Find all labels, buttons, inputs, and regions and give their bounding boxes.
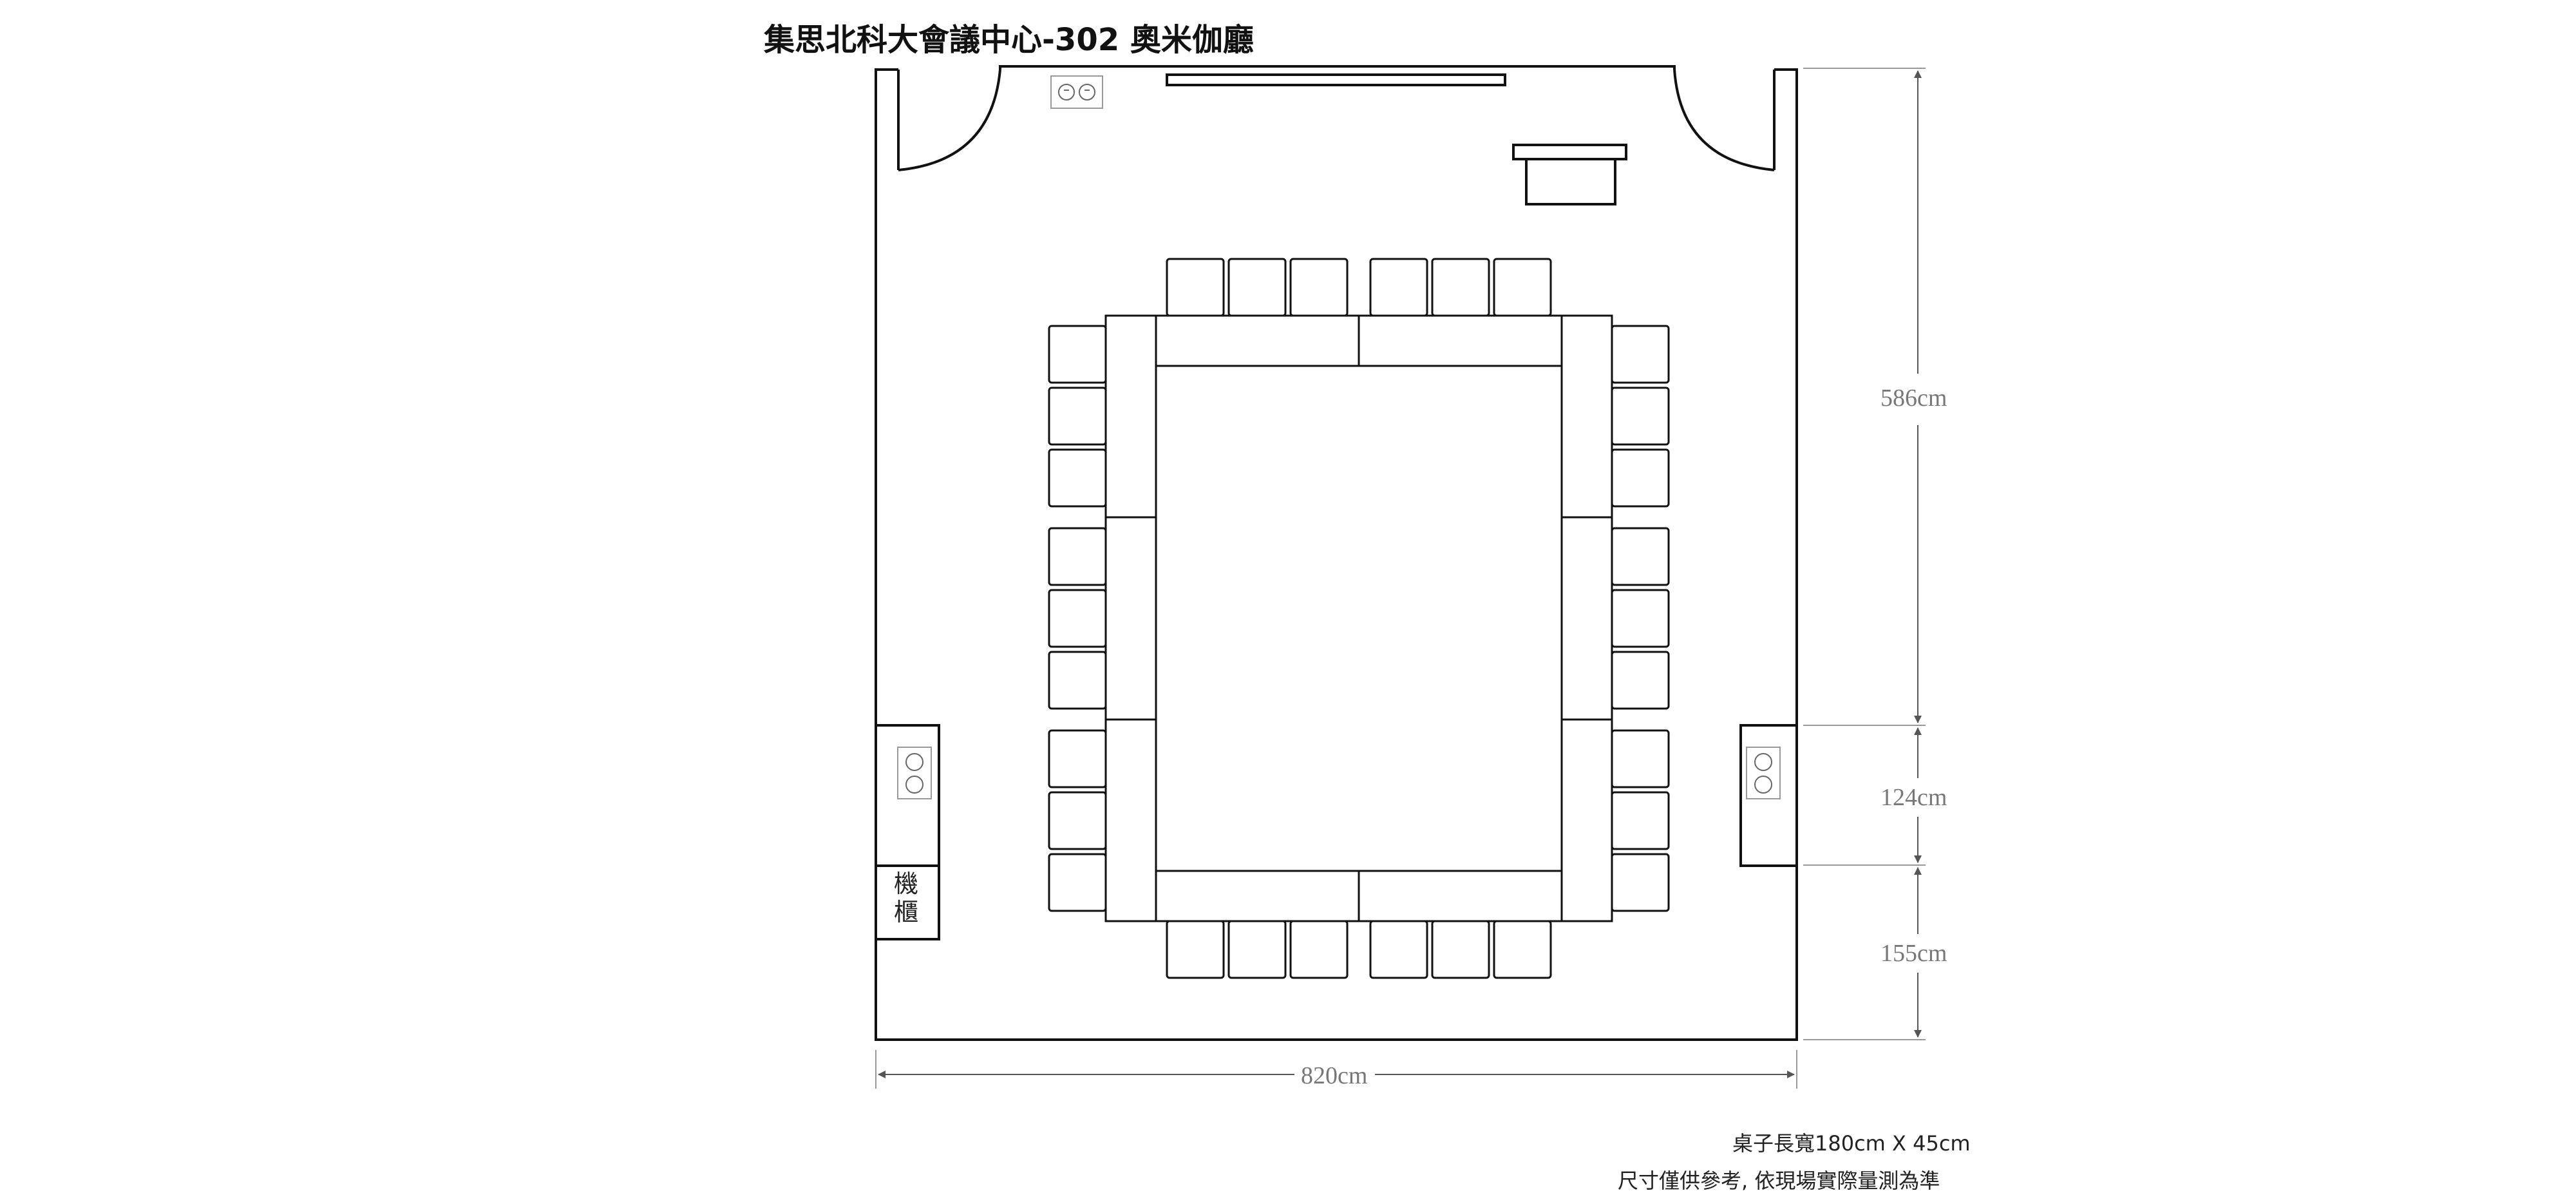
table-top-right	[1358, 314, 1563, 367]
page-title: 集思北科大會議中心-302 奧米伽廳	[764, 22, 1254, 58]
chair-right	[1611, 325, 1670, 384]
chair-bottom	[1369, 920, 1428, 979]
chair-left	[1048, 386, 1107, 446]
podium	[1512, 144, 1627, 205]
table-bottom-left	[1155, 870, 1360, 922]
chair-right	[1611, 589, 1670, 648]
table-right-bottom	[1560, 718, 1613, 922]
dimension-upper: 586cm	[1880, 385, 1947, 412]
power-outlet-right	[1746, 747, 1781, 799]
chair-right	[1611, 791, 1670, 850]
chair-right	[1611, 448, 1670, 508]
table-left-middle	[1104, 516, 1157, 721]
power-outlet-left	[897, 747, 932, 799]
chair-top	[1166, 258, 1225, 317]
chair-left	[1048, 791, 1107, 850]
power-outlet-top	[1050, 75, 1103, 109]
chair-right	[1611, 527, 1670, 586]
chairs	[1048, 258, 1670, 979]
chair-right	[1611, 386, 1670, 446]
chair-right	[1611, 651, 1670, 710]
disclaimer-note: 尺寸僅供參考, 依現場實際量測為準	[1618, 1169, 1940, 1193]
chair-top	[1369, 258, 1428, 317]
chair-left	[1048, 589, 1107, 648]
projector-screen	[1166, 73, 1506, 86]
chair-left	[1048, 853, 1107, 912]
chair-right	[1611, 853, 1670, 912]
chair-left	[1048, 527, 1107, 586]
table-bottom-right	[1358, 870, 1563, 922]
dimension-lower: 155cm	[1880, 940, 1947, 967]
dimension-middle: 124cm	[1880, 784, 1947, 811]
door-right	[1673, 69, 1776, 171]
table-left-bottom	[1104, 718, 1157, 922]
conference-tables	[1104, 314, 1613, 922]
chair-bottom	[1431, 920, 1490, 979]
dimension-width: 820cm	[1301, 1062, 1367, 1089]
cabinet	[875, 864, 940, 940]
chair-top	[1289, 258, 1349, 317]
table-right-middle	[1560, 516, 1613, 721]
table-size-note: 桌子長寬180cm X 45cm	[1732, 1131, 1971, 1156]
table-left-top	[1104, 314, 1157, 519]
chair-left	[1048, 325, 1107, 384]
chair-bottom	[1289, 920, 1349, 979]
chair-bottom	[1227, 920, 1287, 979]
table-right-top	[1560, 314, 1613, 519]
cabinet-label: 機 櫃	[894, 870, 926, 926]
chair-bottom	[1166, 920, 1225, 979]
chair-top	[1493, 258, 1552, 317]
chair-top	[1227, 258, 1287, 317]
table-top-left	[1155, 314, 1360, 367]
chair-left	[1048, 651, 1107, 710]
room-walls	[875, 65, 1798, 1041]
chair-left	[1048, 729, 1107, 788]
chair-right	[1611, 729, 1670, 788]
dimension-lines	[875, 68, 1926, 1089]
chair-left	[1048, 448, 1107, 508]
door-left	[897, 69, 1001, 171]
chair-bottom	[1493, 920, 1552, 979]
chair-top	[1431, 258, 1490, 317]
